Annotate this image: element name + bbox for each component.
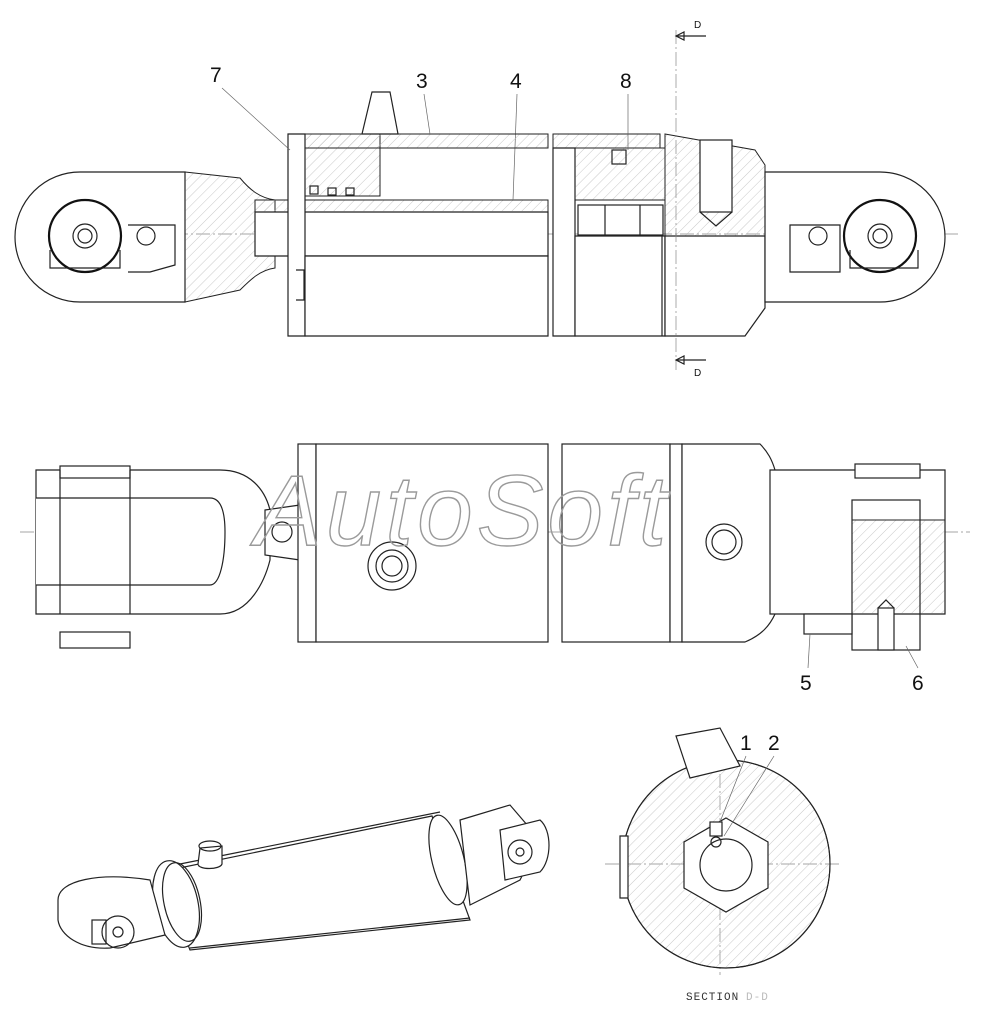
section-marker-bottom: D bbox=[694, 368, 701, 379]
mid-barrel-left bbox=[315, 443, 549, 643]
right-eye-bushing bbox=[842, 198, 918, 274]
callout-2: 2 bbox=[768, 732, 780, 755]
section-marker-top: D bbox=[694, 20, 701, 31]
section-bore bbox=[699, 838, 753, 892]
top-view: 4 7 3 8 bbox=[14, 20, 960, 379]
lock-plate bbox=[803, 613, 853, 635]
mid-oil-port-right bbox=[705, 523, 743, 561]
left-clevis bbox=[35, 465, 271, 649]
section-title-suffix: D-D bbox=[746, 992, 769, 1004]
right-rod-eye bbox=[764, 171, 946, 303]
iso-left-clevis bbox=[57, 876, 166, 949]
right-clevis bbox=[769, 463, 946, 651]
barrel-left bbox=[304, 255, 549, 337]
cylinder-head bbox=[287, 133, 381, 337]
iso-oil-port bbox=[197, 845, 223, 870]
callout-1: 1 bbox=[740, 732, 752, 755]
piston bbox=[574, 147, 666, 201]
barrel-right bbox=[574, 235, 666, 337]
watermark: AutoSoft bbox=[250, 455, 671, 567]
section-view: 1 2 SECTION D-D bbox=[605, 727, 840, 1004]
callout-7: 7 bbox=[210, 64, 222, 87]
isometric-view bbox=[57, 804, 550, 951]
mid-oil-port-left bbox=[367, 541, 417, 591]
callout-4: 4 bbox=[510, 70, 522, 93]
iso-barrel bbox=[159, 815, 471, 951]
section-title: SECTION bbox=[686, 992, 739, 1004]
section-port-boss bbox=[675, 727, 741, 779]
piston-seal bbox=[611, 149, 627, 165]
iso-right-clevis bbox=[499, 819, 550, 881]
callout-3: 3 bbox=[416, 70, 428, 93]
middle-view: 5 6 AutoSoft bbox=[20, 443, 970, 695]
left-eye-bushing bbox=[47, 198, 123, 274]
callout-8: 8 bbox=[620, 70, 632, 93]
barrel-wall-right bbox=[552, 133, 661, 149]
pin bbox=[877, 607, 895, 651]
left-rod-eye bbox=[14, 171, 276, 303]
section-set-screw bbox=[709, 821, 723, 837]
barrel-wall-left bbox=[304, 133, 549, 149]
iso-cap-end bbox=[428, 814, 468, 906]
mid-barrel-right bbox=[561, 443, 671, 643]
cap-oil-port bbox=[699, 139, 733, 213]
callout-5: 5 bbox=[800, 672, 812, 695]
callout-6: 6 bbox=[912, 672, 924, 695]
oil-port-boss-top bbox=[361, 91, 399, 135]
